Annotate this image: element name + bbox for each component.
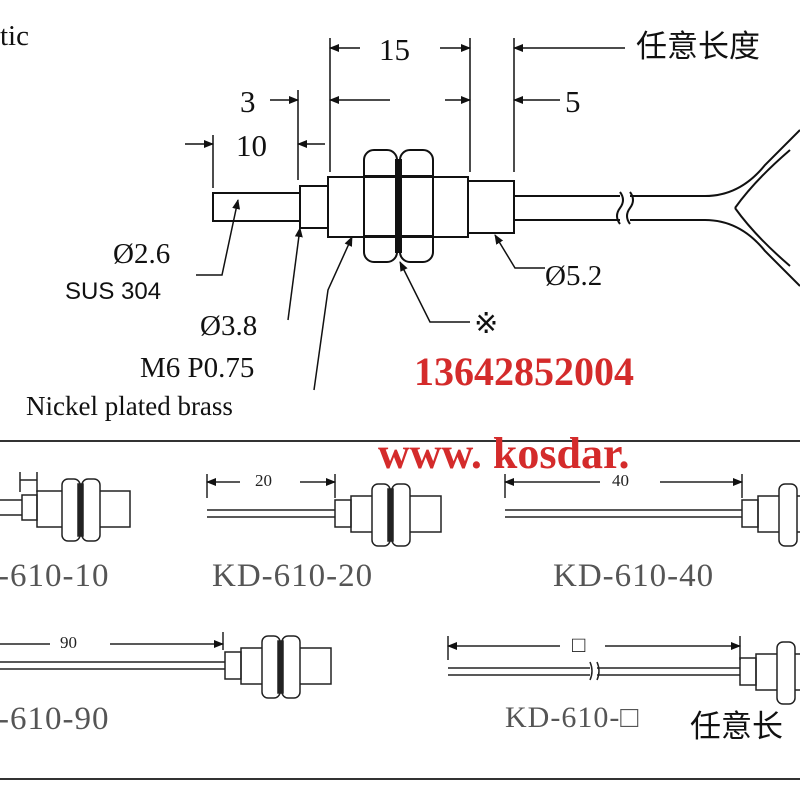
variant-model-any: KD-610-□	[505, 701, 640, 734]
variant-dim-90: 90	[60, 633, 77, 652]
variant-dim-20: 20	[255, 471, 272, 490]
body-material-label: Nickel plated brass	[26, 391, 233, 421]
variant-drawing-20	[206, 474, 442, 547]
cable-sleeve	[467, 180, 515, 234]
cable-diameter-label: Ø5.2	[545, 260, 603, 292]
dim-10: 10	[236, 128, 267, 163]
note-mark: ※	[474, 308, 499, 340]
variant-drawing-40	[504, 474, 800, 547]
tip-sleeve	[212, 192, 301, 222]
variant-drawing-10	[0, 472, 131, 542]
variant-model-90: -610-90	[0, 701, 110, 737]
nut-left	[363, 149, 398, 263]
website-watermark: www. kosdar.	[378, 429, 630, 478]
dim-15: 15	[379, 32, 410, 67]
nut-right	[399, 149, 434, 263]
body-diameter-label: Ø3.8	[200, 310, 258, 342]
variant-model-20: KD-610-20	[212, 558, 374, 594]
top-fiber-sensor	[212, 129, 800, 287]
variant-drawing-90	[0, 632, 332, 699]
thread-label: M6 P0.75	[140, 352, 255, 384]
variant-model-40: KD-610-40	[553, 558, 715, 594]
body-step	[299, 185, 329, 229]
tip-material-label: SUS 304	[65, 278, 162, 305]
variant-drawing-any	[447, 636, 800, 705]
dim-5: 5	[565, 84, 581, 119]
dim-3: 3	[240, 84, 256, 119]
any-length-label: 任意长度	[636, 29, 760, 65]
variant-model-10: -610-10	[0, 558, 110, 594]
title-fragment: tic	[0, 20, 29, 52]
tip-diameter-label: Ø2.6	[113, 238, 171, 270]
phone-watermark: 13642852004	[414, 349, 634, 394]
variant-any-length-note: 任意长	[690, 709, 783, 745]
variant-dim-40: 40	[612, 471, 629, 490]
variant-dim-any: □	[572, 632, 586, 657]
